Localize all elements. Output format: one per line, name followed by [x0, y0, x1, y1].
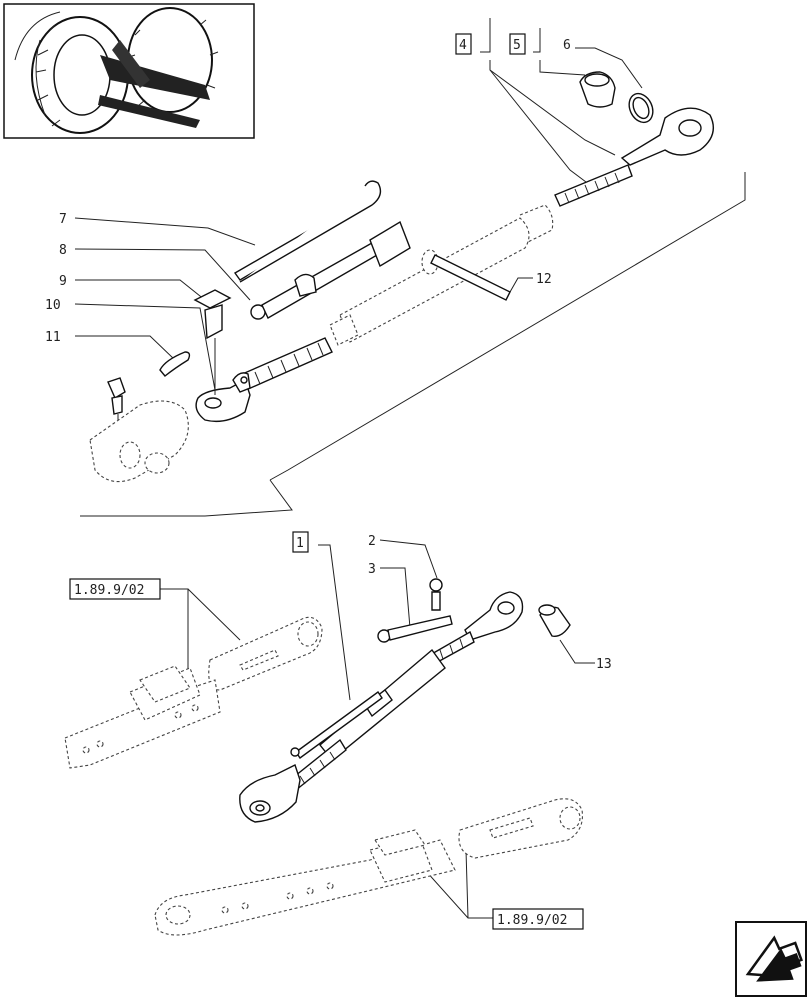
- next-page-arrow-icon[interactable]: [735, 921, 807, 997]
- callout-11: 11: [45, 330, 61, 345]
- callout-3: 3: [368, 562, 376, 577]
- leader-lines: [74, 18, 746, 919]
- reference-box-top[interactable]: [69, 578, 161, 600]
- reference-top[interactable]: 1.89.9/02: [74, 583, 144, 598]
- callout-12: 12: [536, 272, 552, 287]
- callout-6: 6: [563, 38, 571, 53]
- callout-7: 7: [59, 212, 67, 227]
- callout-10: 10: [45, 298, 61, 313]
- top-link-assembled: [239, 578, 571, 823]
- lower-links-ghost: [64, 616, 583, 936]
- callout-2: 2: [368, 534, 376, 549]
- callout-1: 1: [296, 536, 304, 551]
- callout-13: 13: [596, 657, 612, 672]
- reference-box-bottom[interactable]: [492, 908, 584, 930]
- reference-bottom[interactable]: 1.89.9/02: [497, 913, 567, 928]
- callout-9: 9: [59, 274, 67, 289]
- callout-box-5: [509, 33, 526, 55]
- callout-5: 5: [513, 38, 521, 53]
- callout-box-1: [292, 531, 309, 553]
- callout-4: 4: [459, 38, 467, 53]
- top-link-exploded-assembly: [89, 71, 714, 483]
- callout-8: 8: [59, 243, 67, 258]
- callout-box-4: [455, 33, 472, 55]
- tractor-rear-thumbnail-icon: [3, 3, 255, 139]
